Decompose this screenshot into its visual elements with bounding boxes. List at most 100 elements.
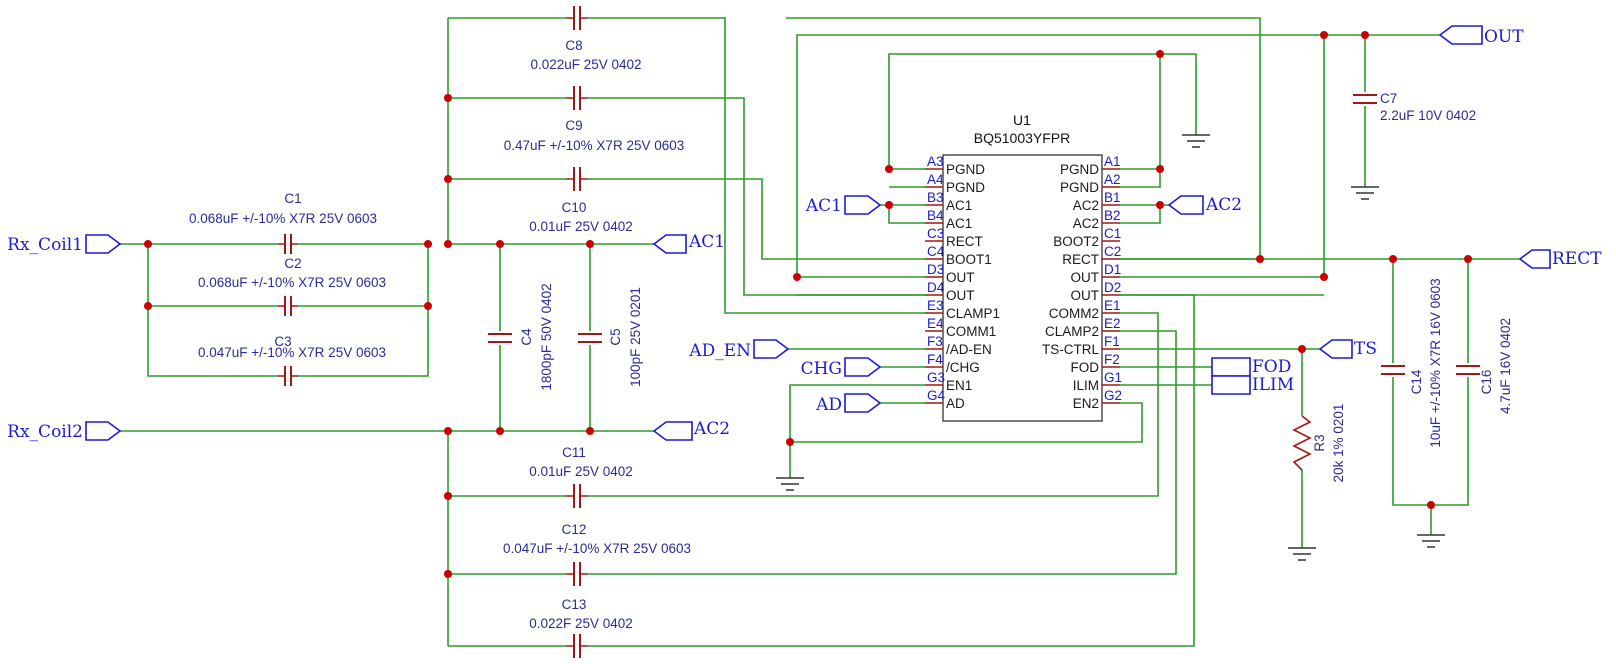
c12-value: 0.047uF +/-10% X7R 25V 0603 bbox=[503, 541, 691, 556]
pin-name: CLAMP2 bbox=[1045, 324, 1099, 339]
net-flag-ad bbox=[844, 393, 882, 413]
pin-number: C4 bbox=[927, 244, 945, 259]
pin-number: E3 bbox=[927, 298, 944, 313]
pin-name: AC1 bbox=[946, 198, 972, 213]
capacitor-c14 bbox=[1381, 365, 1405, 375]
pin-name: ILIM bbox=[1073, 378, 1099, 393]
c2-value: 0.068uF +/-10% X7R 25V 0603 bbox=[198, 275, 386, 290]
pin-number: B4 bbox=[927, 208, 944, 223]
capacitor-c7 bbox=[1353, 94, 1377, 104]
net-flag-rect bbox=[1518, 249, 1551, 269]
c9-value: 0.47uF +/-10% X7R 25V 0603 bbox=[504, 138, 685, 153]
net-label-ac1: AC1 bbox=[688, 232, 725, 252]
capacitor-c4 bbox=[488, 333, 512, 343]
c2-ref: C2 bbox=[284, 256, 301, 271]
c3-value: 0.047uF +/-10% X7R 25V 0603 bbox=[198, 345, 386, 360]
capacitor-c5 bbox=[578, 333, 602, 343]
pin-name: AC2 bbox=[1073, 198, 1099, 213]
net-flag-out bbox=[1438, 25, 1483, 45]
net-label-fod: FOD bbox=[1252, 357, 1291, 377]
c4-value: 1800pF 50V 0402 bbox=[539, 283, 554, 390]
net-label-out: OUT bbox=[1484, 27, 1524, 47]
c11-value: 0.01uF 25V 0402 bbox=[529, 464, 633, 479]
pins-right: A1PGNDA2PGNDB1AC2B2AC2C1BOOT2C2RECTD1OUT… bbox=[1042, 154, 1122, 411]
pin-name: PGND bbox=[946, 162, 985, 177]
pin-number: A1 bbox=[1104, 154, 1121, 169]
pin-name: OUT bbox=[946, 288, 975, 303]
capacitor-c10 bbox=[566, 167, 588, 191]
capacitor-c13 bbox=[566, 634, 588, 658]
c1-value: 0.068uF +/-10% X7R 25V 0603 bbox=[189, 211, 377, 226]
pin-number: F4 bbox=[927, 352, 943, 367]
net-label-chg: CHG bbox=[801, 359, 842, 379]
c1-ref: C1 bbox=[284, 191, 301, 206]
c7-ref: C7 bbox=[1380, 91, 1397, 106]
r3-ref: R3 bbox=[1312, 434, 1327, 451]
net-flag-ad-en bbox=[753, 339, 790, 359]
capacitor-c16 bbox=[1456, 365, 1480, 375]
net-flag-ilim bbox=[1211, 375, 1251, 395]
net-label-ac2: AC2 bbox=[693, 419, 730, 439]
pin-name: AC2 bbox=[1073, 216, 1099, 231]
c14-value: 10uF +/-10% X7R 16V 0603 bbox=[1428, 278, 1443, 447]
pin-name: COMM2 bbox=[1049, 306, 1099, 321]
ground-icon bbox=[1182, 134, 1210, 148]
c3-ref: C3 bbox=[274, 334, 291, 349]
pin-number: C3 bbox=[927, 226, 944, 241]
pin-number: B3 bbox=[927, 190, 944, 205]
pin-name: BOOT2 bbox=[1053, 234, 1099, 249]
c8-ref: C8 bbox=[565, 38, 582, 53]
pin-name: EN1 bbox=[946, 378, 972, 393]
ground-icon bbox=[1288, 547, 1316, 561]
net-label-ad-en: AD_EN bbox=[688, 341, 751, 361]
pin-name: PGND bbox=[1060, 180, 1099, 195]
c11-ref: C11 bbox=[562, 445, 586, 460]
c10-ref: C10 bbox=[562, 200, 587, 215]
net-label-ad: AD bbox=[815, 395, 842, 415]
pin-name: PGND bbox=[1060, 162, 1099, 177]
ground-icon bbox=[776, 477, 804, 491]
ic-part: BQ51003YFPR bbox=[974, 130, 1071, 146]
pin-name: AD bbox=[946, 396, 965, 411]
c16-ref: C16 bbox=[1479, 370, 1494, 395]
pin-number: C2 bbox=[1104, 244, 1121, 259]
net-labels: Rx_Coil1 Rx_Coil2 AC1 AC2 AC1 AC2 AD_EN … bbox=[7, 27, 1602, 442]
pin-number: B1 bbox=[1104, 190, 1121, 205]
net-flag-ac1 bbox=[652, 234, 687, 254]
wires bbox=[120, 17, 1520, 647]
net-label-rect: RECT bbox=[1552, 249, 1602, 269]
ic-u1: A3PGNDA4PGNDB3AC1B4AC1C3RECTC4BOOT1D3OUT… bbox=[925, 112, 1122, 422]
net-flag-rx-coil1 bbox=[85, 234, 122, 254]
net-flag-fod bbox=[1211, 357, 1251, 377]
pin-number: E2 bbox=[1104, 316, 1121, 331]
pin-name: /AD-EN bbox=[946, 342, 992, 357]
c14-ref: C14 bbox=[1409, 369, 1424, 394]
c13-ref: C13 bbox=[562, 597, 587, 612]
capacitor-c12 bbox=[566, 562, 588, 586]
net-flag-ac1-ic bbox=[844, 195, 882, 215]
c13-value: 0.022F 25V 0402 bbox=[529, 616, 633, 631]
ic-ref: U1 bbox=[1013, 112, 1031, 128]
net-label-ilim: ILIM bbox=[1252, 375, 1294, 395]
capacitor-c3 bbox=[278, 366, 298, 386]
ic-pin-f3: F3/AD-EN bbox=[925, 334, 992, 357]
net-flag-chg bbox=[844, 357, 882, 377]
net-label-ac2-ic: AC2 bbox=[1205, 195, 1242, 215]
pin-name: FOD bbox=[1071, 360, 1100, 375]
ground-symbols bbox=[776, 134, 1445, 561]
pin-number: A3 bbox=[927, 154, 944, 169]
c8-value: 0.022uF 25V 0402 bbox=[530, 57, 641, 72]
net-flag-rx-coil2 bbox=[85, 421, 122, 441]
